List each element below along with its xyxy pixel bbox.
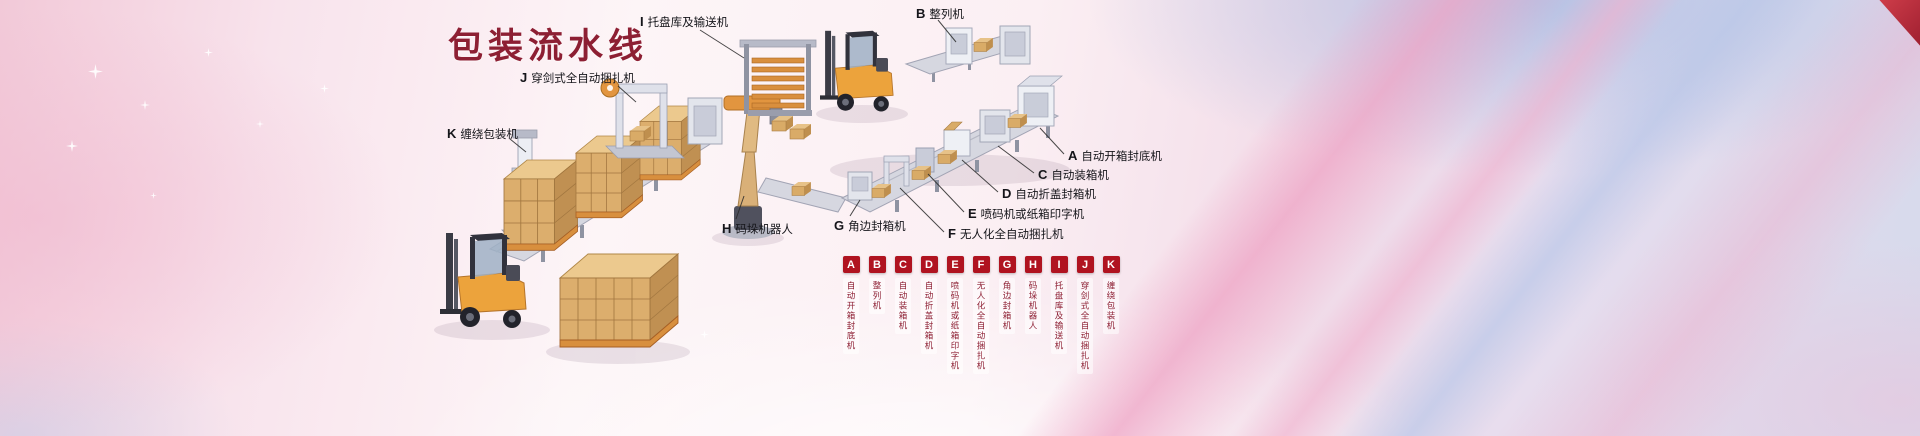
forklift xyxy=(819,30,894,112)
legend-label: 整列机 xyxy=(869,278,885,314)
machine-cabinet xyxy=(687,97,723,145)
floor-pallet-stack xyxy=(558,253,680,348)
callout-leader-lines xyxy=(509,19,1065,233)
legend-item: G 角边封箱机 xyxy=(997,256,1017,374)
legend-badge: H xyxy=(1024,256,1042,273)
callout-label: 整列机 xyxy=(929,9,964,21)
callout-letter: E xyxy=(968,206,977,221)
page-title: 包装流水线 xyxy=(448,27,649,66)
corner-sealing-machine xyxy=(847,171,873,201)
callout-label: 喷码机或纸箱印字机 xyxy=(980,209,1085,221)
callout-label: 自动开箱封底机 xyxy=(1081,151,1162,163)
strapping-machine-arch xyxy=(600,78,685,159)
callout-letter: I xyxy=(640,14,644,29)
callout-letter: H xyxy=(722,221,732,236)
legend-label: 无人化全自动捆扎机 xyxy=(973,278,989,374)
legend-label: 自动装箱机 xyxy=(895,278,911,334)
sparkle-icon xyxy=(320,84,329,93)
legend-label: 自动开箱封底机 xyxy=(843,278,859,354)
callout-label: 自动折盖封箱机 xyxy=(1015,189,1096,201)
legend-badge: C xyxy=(894,256,912,273)
palletizing-robot xyxy=(722,95,783,239)
callout-letter: G xyxy=(834,218,845,233)
callout-letter: F xyxy=(948,226,956,241)
legend-item: F 无人化全自动捆扎机 xyxy=(971,256,991,374)
sparkle-icon xyxy=(700,330,709,339)
legend-item: C 自动装箱机 xyxy=(893,256,913,374)
legend-item: A 自动开箱封底机 xyxy=(841,256,861,374)
callout-label: 穿剑式全自动捆扎机 xyxy=(531,73,635,85)
conveyor-connector xyxy=(757,177,847,213)
legend-label: 缠绕包装机 xyxy=(1103,278,1119,334)
legend-badge: K xyxy=(1102,256,1120,273)
callout-label: 码垛机器人 xyxy=(735,224,793,236)
legend-badge: I xyxy=(1050,256,1068,273)
callout-letter: J xyxy=(520,70,528,85)
sparkle-icon xyxy=(150,192,157,199)
legend-label: 角边封箱机 xyxy=(999,278,1015,334)
callout-letter: B xyxy=(916,6,926,21)
carton-box xyxy=(789,123,812,140)
callout-label: 无人化全自动捆扎机 xyxy=(959,229,1064,241)
arranging-machine xyxy=(945,25,1031,65)
legend-label: 码垛机器人 xyxy=(1025,278,1041,334)
sparkle-icon xyxy=(140,100,150,110)
legend-label: 穿剑式全自动捆扎机 xyxy=(1077,278,1093,374)
legend-item: D 自动折盖封箱机 xyxy=(919,256,939,374)
legend-item: K 缠绕包装机 xyxy=(1101,256,1121,374)
legend-label: 托盘库及输送机 xyxy=(1051,278,1067,354)
legend-badge: J xyxy=(1076,256,1094,273)
legend-badge: A xyxy=(842,256,860,273)
legend-badge: E xyxy=(946,256,964,273)
callout-letter: K xyxy=(447,126,457,141)
callout-letter: C xyxy=(1038,167,1048,182)
legend-label: 喷码机或纸箱印字机 xyxy=(947,278,963,374)
pallet-stack xyxy=(503,159,578,251)
callout-label: 缠绕包装机 xyxy=(460,129,518,141)
pallet-warehouse xyxy=(739,39,817,116)
callout-letter: A xyxy=(1068,148,1078,163)
callout-letter: D xyxy=(1002,186,1012,201)
sparkle-icon xyxy=(204,48,213,57)
legend-item: J 穿剑式全自动捆扎机 xyxy=(1075,256,1095,374)
legend-label: 自动折盖封箱机 xyxy=(921,278,937,354)
legend-badge: G xyxy=(998,256,1016,273)
case-packing-machine xyxy=(979,109,1011,143)
legend-badge: D xyxy=(920,256,938,273)
callout-label: 自动装箱机 xyxy=(1051,170,1109,182)
legend-badge: F xyxy=(972,256,990,273)
callout-label: 托盘库及输送机 xyxy=(647,17,729,29)
legend-item: H 码垛机器人 xyxy=(1023,256,1043,374)
legend-badge: B xyxy=(868,256,886,273)
legend: A 自动开箱封底机 B 整列机 C 自动装箱机 D 自动折盖封箱机 E 喷码机或… xyxy=(841,256,1121,374)
legend-item: I 托盘库及输送机 xyxy=(1049,256,1069,374)
legend-item: E 喷码机或纸箱印字机 xyxy=(945,256,965,374)
callout-label: 角边封箱机 xyxy=(848,221,906,233)
sparkle-icon xyxy=(256,120,264,128)
legend-item: B 整列机 xyxy=(867,256,887,374)
